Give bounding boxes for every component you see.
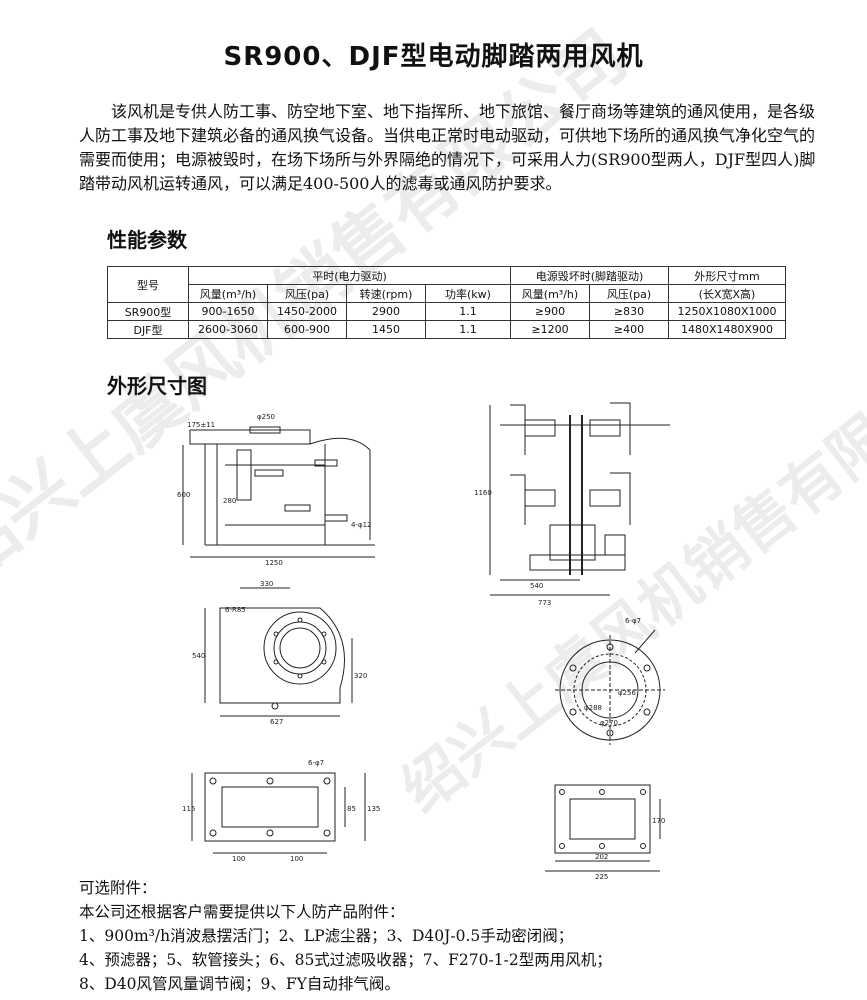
accessories-line: 8、D40风管风量调节阀；9、FY自动排气阀。 bbox=[79, 975, 400, 993]
dim-label: 320 bbox=[354, 672, 367, 680]
group-power-loss-header: 电源毁坏时(脚踏驱动) bbox=[510, 266, 669, 285]
dim-label: 6-φ7 bbox=[625, 617, 641, 625]
dim-label: 6-R85 bbox=[225, 606, 246, 614]
group-size-header: 外形尺寸mm bbox=[668, 266, 786, 285]
table-cell: ≥900 bbox=[510, 302, 590, 321]
table-cell: 1.1 bbox=[425, 302, 511, 321]
drawing-rect-flange-right: 170 202 225 bbox=[545, 784, 665, 880]
table-header-row: 型号 平时(电力驱动) 电源毁坏时(脚踏驱动) 外形尺寸mm bbox=[107, 266, 786, 303]
group-normal-header: 平时(电力驱动) bbox=[188, 266, 511, 285]
dim-label: 540 bbox=[192, 652, 205, 660]
accessories-line: 本公司还根据客户需要提供以下人防产品附件： bbox=[79, 903, 405, 921]
dim-label: 175±11 bbox=[187, 421, 215, 429]
dim-label: 4-φ12 bbox=[351, 521, 372, 529]
section-performance-heading: 性能参数 bbox=[107, 228, 187, 252]
drawing-round-flange: 6-φ7 φ256 φ288 φ270 bbox=[555, 617, 665, 745]
accessories-line: 4、预滤器；5、软管接头；6、85式过滤吸收器；7、F270-1-2型两用风机； bbox=[79, 951, 612, 969]
dim-label: 1250 bbox=[265, 559, 283, 567]
page-title: SR900、DJF型电动脚踏两用风机 bbox=[223, 42, 644, 72]
table-cell: 2900 bbox=[346, 302, 426, 321]
subheader-cell: 功率(kw) bbox=[425, 284, 511, 303]
table-cell: 1.1 bbox=[425, 320, 511, 339]
table-cell: DJF型 bbox=[107, 320, 189, 339]
dim-label: 100 bbox=[232, 855, 245, 863]
accessories-line: 1、900m³/h消波悬摆活门；2、LP滤尘器；3、D40J-0.5手动密闭阀； bbox=[79, 927, 574, 945]
drawing-housing-view: 540 320 627 330 6-R85 bbox=[192, 580, 367, 726]
dim-label: 202 bbox=[595, 853, 608, 861]
accessories-section: 可选附件： 本公司还根据客户需要提供以下人防产品附件： 1、900m³/h消波悬… bbox=[79, 876, 839, 996]
table-cell: 900-1650 bbox=[188, 302, 268, 321]
table-row: DJF型 2600-3060 600-900 1450 1.1 ≥1200 ≥4… bbox=[107, 320, 786, 339]
dim-label: 600 bbox=[177, 491, 190, 499]
dim-label: φ256 bbox=[618, 689, 637, 697]
table-row: SR900型 900-1650 1450-2000 2900 1.1 ≥900 … bbox=[107, 302, 786, 321]
dim-label: 135 bbox=[367, 805, 380, 813]
table-cell: 600-900 bbox=[267, 320, 347, 339]
table-cell: 1480X1480X900 bbox=[668, 320, 786, 339]
model-header: 型号 bbox=[107, 266, 189, 303]
intro-text: 该风机是专供人防工事、防空地下室、地下指挥所、地下旅馆、餐厅商场等建筑的通风使用… bbox=[79, 102, 816, 193]
table-cell: ≥830 bbox=[589, 302, 669, 321]
table-cell: ≥400 bbox=[589, 320, 669, 339]
dim-label: 170 bbox=[652, 817, 665, 825]
table-cell: 1450 bbox=[346, 320, 426, 339]
section-dimensions-heading: 外形尺寸图 bbox=[107, 374, 207, 398]
drawing-rect-flange-left: 6-φ7 115 85 135 100 100 bbox=[182, 759, 380, 863]
subheader-cell: 风压(pa) bbox=[267, 284, 347, 303]
dim-label: 280 bbox=[223, 497, 236, 505]
dim-label: 100 bbox=[290, 855, 303, 863]
table-cell: 2600-3060 bbox=[188, 320, 268, 339]
subheader-cell: 转速(rpm) bbox=[346, 284, 426, 303]
dim-label: φ270 bbox=[600, 719, 618, 727]
dim-label: φ288 bbox=[584, 704, 602, 712]
subheader-cell: 风压(pa) bbox=[589, 284, 669, 303]
table-subheader-row: 风量(m³/h) 风压(pa) 转速(rpm) 功率(kw) 风量(m³/h) … bbox=[108, 284, 786, 303]
dim-label: 1160 bbox=[474, 489, 492, 497]
table-cell: ≥1200 bbox=[510, 320, 590, 339]
subheader-cell: 风量(m³/h) bbox=[510, 284, 590, 303]
dim-label: φ250 bbox=[257, 413, 275, 421]
accessories-heading: 可选附件： bbox=[79, 879, 157, 897]
intro-paragraph: 该风机是专供人防工事、防空地下室、地下指挥所、地下旅馆、餐厅商场等建筑的通风使用… bbox=[79, 100, 819, 196]
dim-label: 330 bbox=[260, 580, 273, 588]
dim-label: 773 bbox=[538, 599, 551, 607]
subheader-cell: (长X宽X高) bbox=[668, 284, 786, 303]
table-cell: 1250X1080X1000 bbox=[668, 302, 786, 321]
drawing-side-view: 1250 600 280 φ250 175±11 4-φ12 bbox=[177, 413, 375, 567]
dim-label: 225 bbox=[595, 873, 608, 880]
table-cell: SR900型 bbox=[107, 302, 189, 321]
dim-label: 540 bbox=[530, 582, 543, 590]
dim-label: 115 bbox=[182, 805, 195, 813]
dim-label: 627 bbox=[270, 718, 283, 726]
dim-label: 85 bbox=[347, 805, 356, 813]
dim-label: 6-φ7 bbox=[308, 759, 324, 767]
spec-table: 型号 平时(电力驱动) 电源毁坏时(脚踏驱动) 外形尺寸mm 风量(m³/h) … bbox=[107, 266, 786, 339]
subheader-cell: 风量(m³/h) bbox=[188, 284, 268, 303]
table-cell: 1450-2000 bbox=[267, 302, 347, 321]
drawing-front-view: 1160 540 773 bbox=[474, 402, 670, 607]
